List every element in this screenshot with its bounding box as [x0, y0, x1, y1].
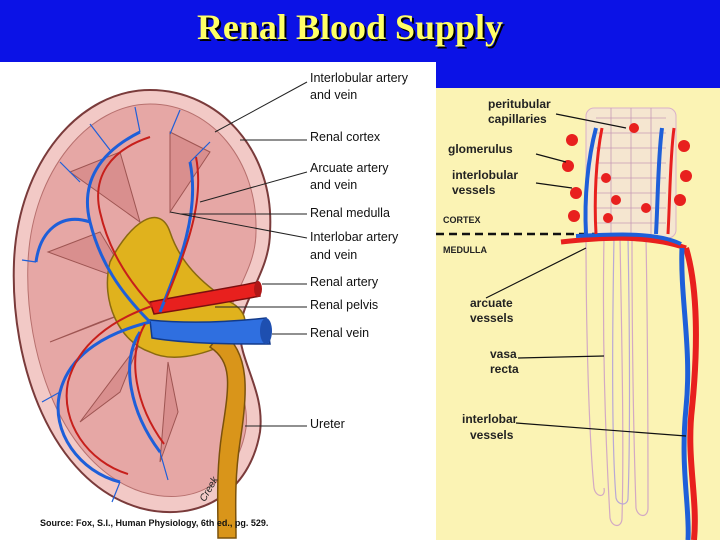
renal-artery [149, 281, 261, 315]
label-arcuate-artery: Arcuate artery [310, 161, 389, 175]
artery-branches [65, 136, 200, 475]
renal-vein [149, 317, 271, 345]
label-renal-pelvis: Renal pelvis [310, 298, 379, 312]
label-cortex: CORTEX [443, 215, 481, 225]
label-renal-medulla: Renal medulla [310, 206, 390, 220]
label-capillaries: capillaries [488, 112, 547, 126]
label-ureter: Ureter [310, 417, 345, 431]
label-interlobar: interlobar [462, 412, 518, 426]
nephron-leader-lines [485, 113, 687, 437]
label-renal-artery: Renal artery [310, 275, 379, 289]
label-vasa: vasa [490, 347, 517, 361]
interlobular-vein-left [583, 127, 598, 235]
ureter [208, 330, 246, 539]
slide-title: Renal Blood Supply [196, 7, 504, 47]
leader-lines [169, 81, 308, 427]
label-interlobular-vessels: vessels [452, 183, 496, 197]
label-recta: recta [490, 362, 519, 376]
label-interlobar-artery: Interlobar artery [310, 230, 399, 244]
label-interlobular-vein: and vein [310, 88, 358, 102]
label-medulla: MEDULLA [443, 245, 487, 255]
nephron-illustration [436, 107, 699, 540]
label-renal-cortex: Renal cortex [310, 130, 381, 144]
label-interlobular-artery: Interlobular artery [310, 71, 408, 85]
vasa-recta [612, 237, 631, 505]
label-arcuate-vein: and vein [310, 178, 358, 192]
label-renal-vein: Renal vein [310, 326, 370, 340]
interlobular-vein-right [654, 127, 664, 235]
interlobular-twigs [21, 106, 211, 503]
title-bar [0, 0, 720, 62]
interlobar-vein [679, 247, 691, 540]
label-glomerulus: glomerulus [448, 142, 513, 156]
arcuate-vein [575, 232, 682, 246]
glomeruli [562, 123, 692, 223]
arcuate-artery [560, 235, 687, 251]
label-arcuate-vessels: vessels [470, 311, 514, 325]
interlobular-artery-left [593, 127, 604, 235]
label-interlobular: interlobular [452, 168, 519, 182]
interlobar-artery [683, 247, 699, 540]
medullary-pyramids [46, 131, 211, 463]
medullary-loops [585, 237, 649, 527]
label-peritubular: peritubular [488, 97, 551, 111]
label-arcuate: arcuate [470, 296, 513, 310]
label-interlobar-vein: and vein [310, 248, 358, 262]
source-citation: Source: Fox, S.I., Human Physiology, 6th… [40, 518, 269, 528]
interlobular-artery-right [666, 127, 676, 235]
kidney-illustration [12, 81, 308, 539]
label-interlobar-vessels: vessels [470, 428, 514, 442]
